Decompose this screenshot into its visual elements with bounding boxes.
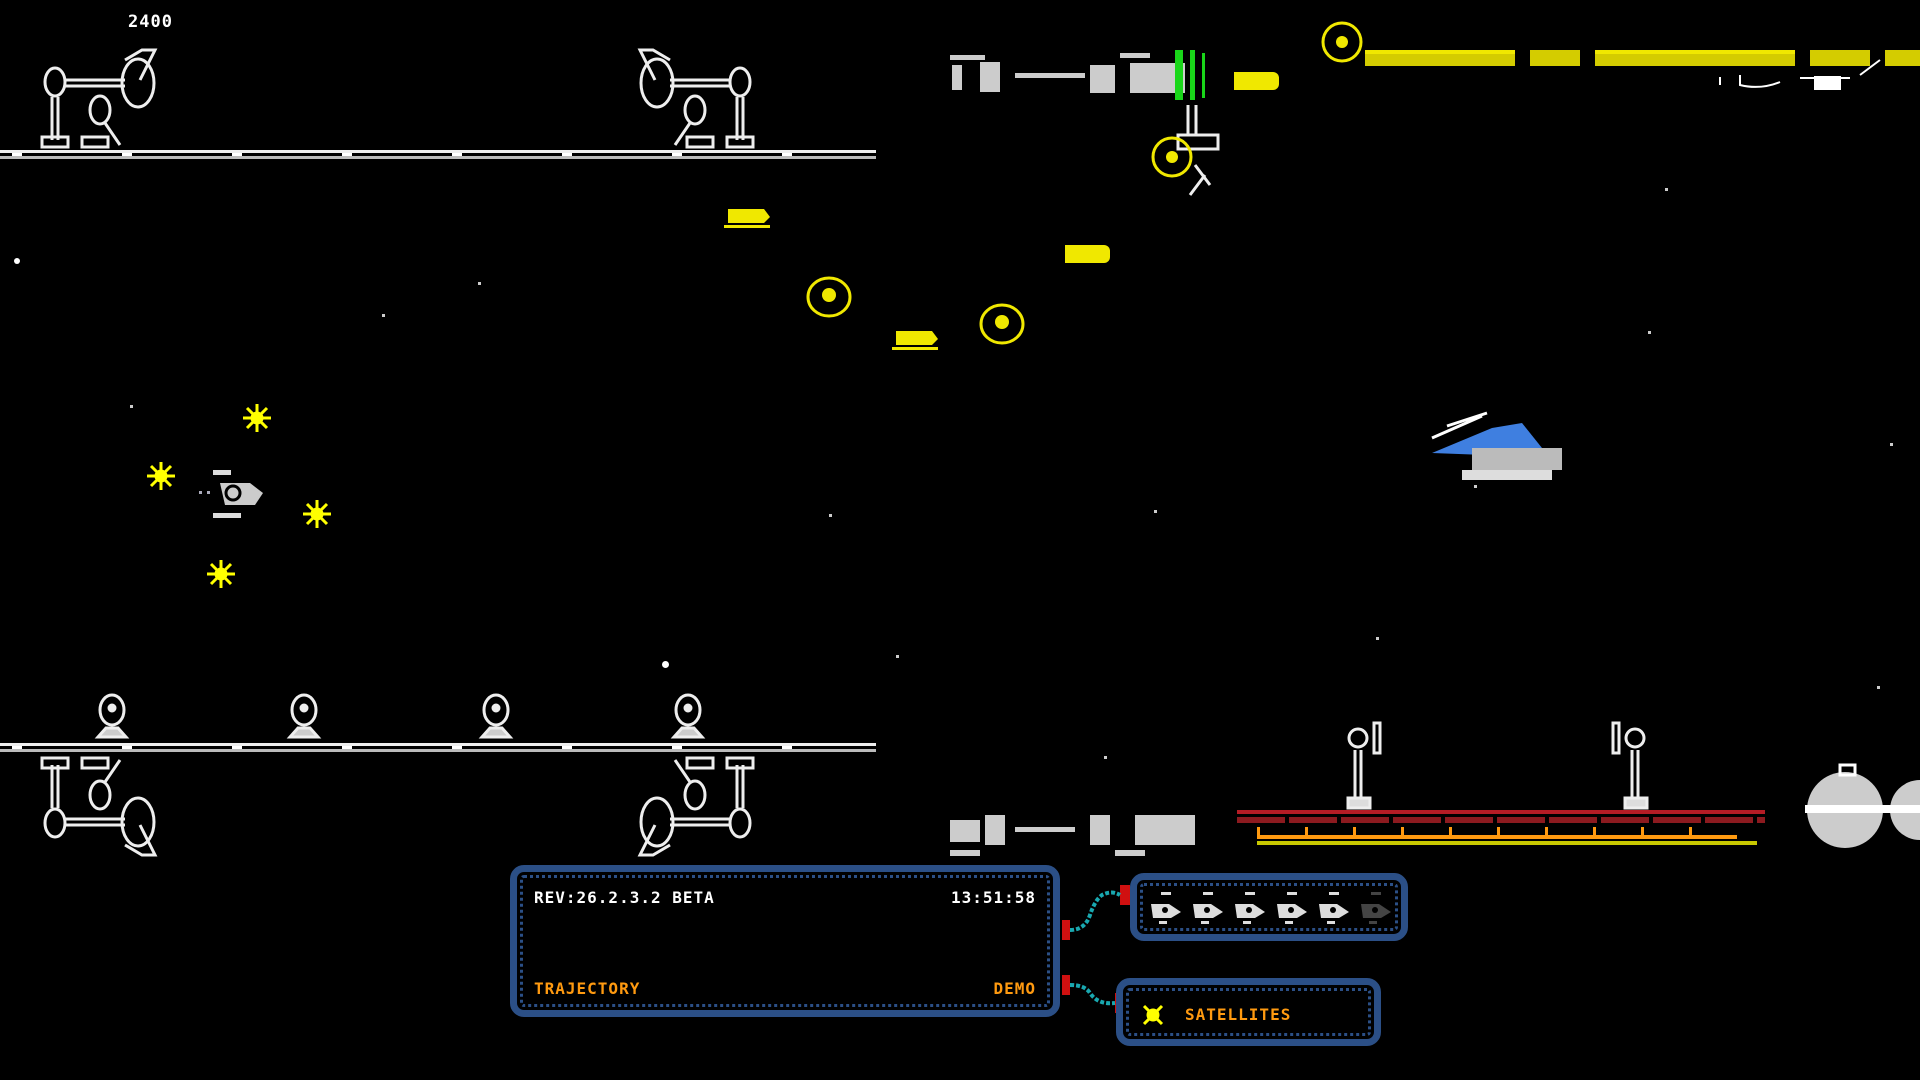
life-ship-icon xyxy=(1151,892,1181,924)
radar-dish xyxy=(670,693,706,739)
platform-supports xyxy=(1257,827,1737,839)
platform-base xyxy=(1257,841,1757,845)
enemy-pod xyxy=(892,331,938,350)
star xyxy=(130,405,133,408)
satellite-orb xyxy=(243,404,271,432)
mode-label: TRAJECTORY xyxy=(534,979,641,998)
radar-dish xyxy=(478,693,514,739)
star xyxy=(662,661,669,668)
clock-display: 13:51:58 xyxy=(950,888,1036,907)
star xyxy=(1648,331,1651,334)
star xyxy=(478,282,481,285)
enemy-bullet xyxy=(1234,72,1279,90)
life-ship-icon-lost xyxy=(1361,892,1391,924)
platform-bricks xyxy=(1237,817,1765,823)
beacon-pole xyxy=(1346,721,1382,810)
life-ship-icon xyxy=(1277,892,1307,924)
star xyxy=(1665,188,1668,191)
radar-dish xyxy=(286,693,322,739)
top-rail xyxy=(0,150,876,159)
star xyxy=(1154,510,1157,513)
turret-structure xyxy=(40,756,158,857)
player-ship xyxy=(199,470,263,518)
bottom-rail xyxy=(0,743,876,752)
lives-panel xyxy=(1130,873,1408,941)
star xyxy=(829,514,832,517)
enemy-bullet xyxy=(1065,245,1110,263)
turret-structure xyxy=(40,48,158,149)
laser-cannon xyxy=(950,815,1195,856)
star xyxy=(896,655,899,658)
status-panel: REV:26.2.3.2 BETA 13:51:58 TRAJECTORY DE… xyxy=(510,865,1060,1017)
version-label: REV:26.2.3.2 BETA xyxy=(534,888,715,907)
weapon-label: SATELLITES xyxy=(1185,1005,1292,1024)
sphere-generator xyxy=(1805,763,1920,848)
enemy-train xyxy=(1321,21,1920,90)
score-counter: 2400 xyxy=(128,12,173,32)
star xyxy=(1376,637,1379,640)
brick-platform xyxy=(1237,810,1765,845)
star xyxy=(14,258,20,264)
weapon-panel: SATELLITES xyxy=(1116,978,1381,1046)
radar-dish xyxy=(94,693,130,739)
turret-structure xyxy=(637,756,755,857)
enemy-pod xyxy=(724,209,770,228)
star xyxy=(382,314,385,317)
lives-row xyxy=(1147,890,1395,926)
star xyxy=(1104,756,1107,759)
laser-cannon xyxy=(950,50,1205,100)
life-ship-icon xyxy=(1319,892,1349,924)
enemy-cruiser xyxy=(1431,411,1562,480)
star xyxy=(1890,443,1893,446)
satellite-orb xyxy=(207,560,235,588)
enemy-disc xyxy=(979,303,1025,345)
turret-structure xyxy=(637,48,755,149)
satellite-orb xyxy=(303,500,331,528)
mode-value: DEMO xyxy=(993,979,1036,998)
hanging-turret xyxy=(1151,105,1220,196)
enemy-disc xyxy=(806,276,852,318)
star xyxy=(1877,686,1880,689)
life-ship-icon xyxy=(1193,892,1223,924)
satellite-orb xyxy=(147,462,175,490)
life-ship-icon xyxy=(1235,892,1265,924)
star xyxy=(1474,485,1477,488)
satellite-icon xyxy=(1142,1004,1164,1026)
platform-top xyxy=(1237,810,1765,814)
beacon-pole xyxy=(1611,721,1649,810)
